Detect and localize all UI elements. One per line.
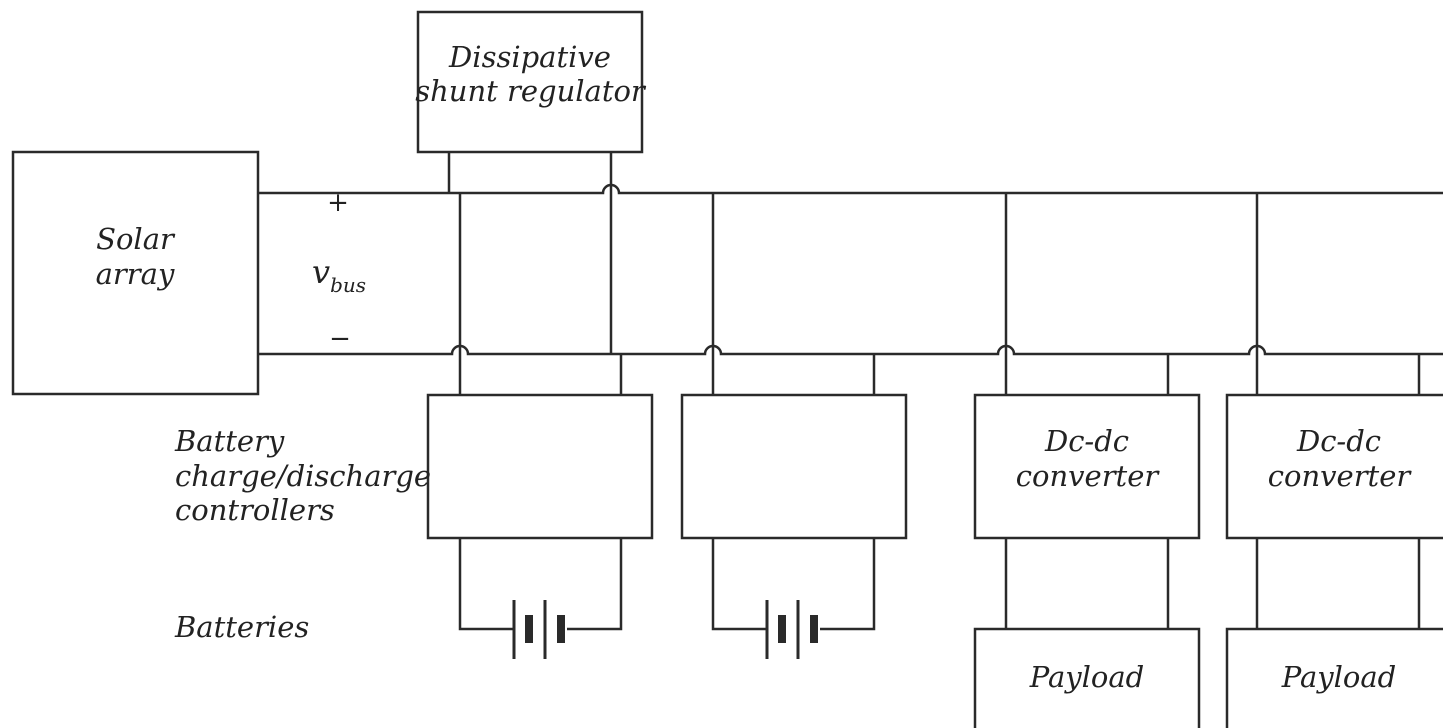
converter-1-label-line2: converter <box>1016 459 1161 493</box>
converter-1-label-line1: Dc-dc <box>1044 424 1129 458</box>
bus-voltage-subscript: bus <box>330 273 366 297</box>
converter-2-box <box>1225 393 1443 540</box>
payload-2-box <box>1225 627 1443 728</box>
converter-1-box <box>973 393 1201 540</box>
converter-2-label-line1: Dc-dc <box>1296 424 1381 458</box>
bus-minus-sign: − <box>329 324 351 354</box>
controllers-label-line1: Battery <box>174 424 285 458</box>
bus-voltage-letter: v <box>312 253 330 291</box>
positive-bus-wire <box>258 183 1443 195</box>
payload-1-label: Payload <box>1029 660 1144 694</box>
converter-2-label-line2: converter <box>1268 459 1413 493</box>
controller-2-box <box>680 393 908 540</box>
bus-plus-sign: + <box>327 188 349 218</box>
payload-2-label: Payload <box>1281 660 1396 694</box>
controllers-label-line2: charge/discharge <box>175 459 431 493</box>
battery-1-wiring <box>458 538 623 631</box>
bus-voltage-symbol: vbus <box>312 253 366 297</box>
shunt-regulator-label-line1: Dissipative <box>448 40 611 74</box>
controllers-label-line3: controllers <box>175 493 335 527</box>
shunt-regulator-box <box>416 10 644 154</box>
payload-1-box <box>973 627 1201 728</box>
negative-bus-wire <box>258 344 1443 356</box>
shunt-regulator-label-line2: shunt regulator <box>415 74 647 108</box>
solar-array-label-line1: Solar <box>96 222 176 256</box>
batteries-label: Batteries <box>174 610 309 644</box>
battery-2-symbol <box>765 600 818 659</box>
solar-array-label-line2: array <box>96 257 175 291</box>
battery-2-wiring <box>711 538 876 631</box>
solar-array-box <box>11 150 260 396</box>
battery-1-symbol <box>512 600 565 659</box>
controller-1-box <box>426 393 654 540</box>
